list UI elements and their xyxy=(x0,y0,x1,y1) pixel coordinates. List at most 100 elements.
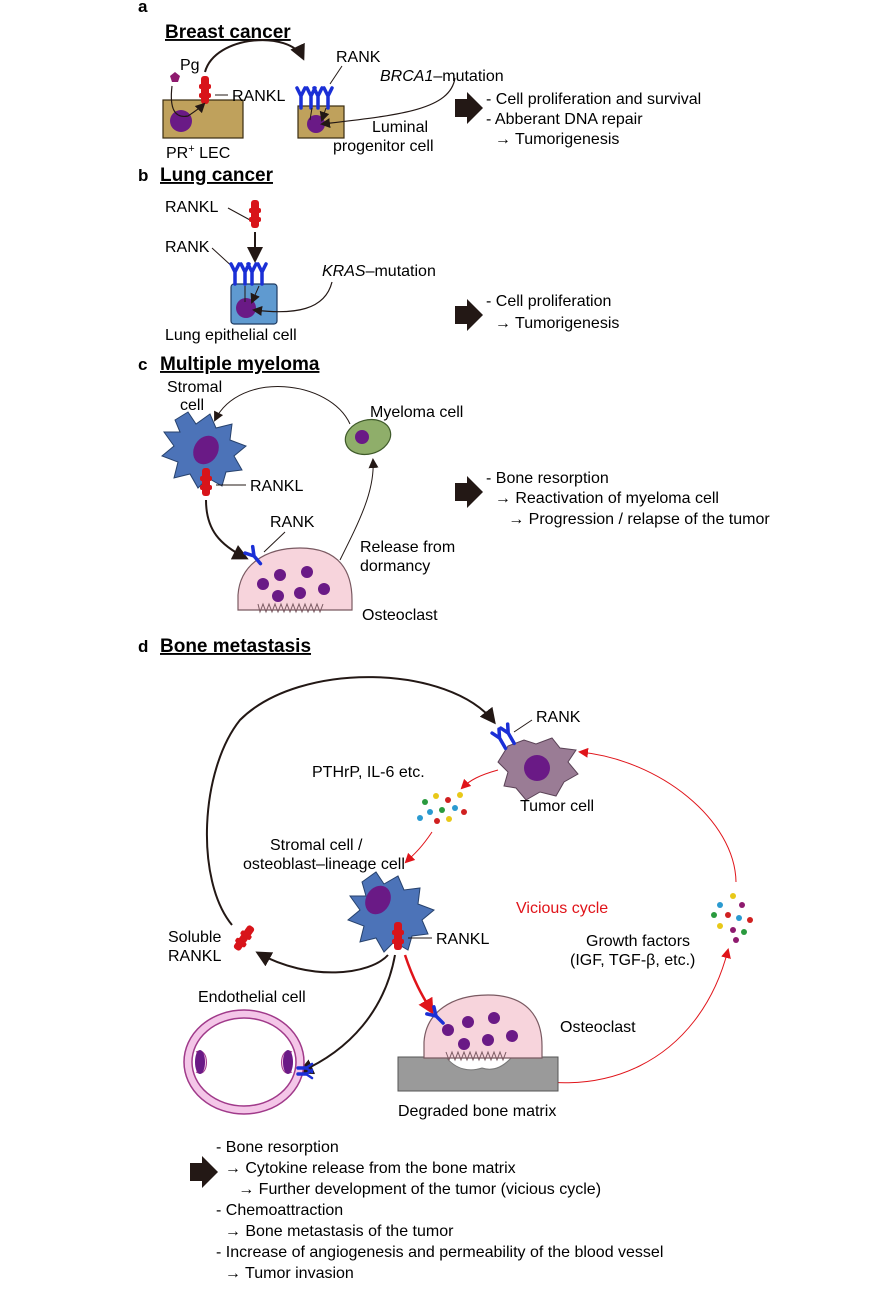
outcome-d-4: - Chemoattraction xyxy=(216,1202,343,1219)
rank-label-b: RANK xyxy=(165,239,210,256)
myeloma-to-stromal-arrow xyxy=(214,386,351,425)
rankl-to-osteoclast-arrow-c xyxy=(205,499,249,560)
pr-lec-label: PR+ LEC xyxy=(166,143,230,162)
outcome-b-2: → Tumorigenesis xyxy=(486,315,619,332)
release-label-1: Release from xyxy=(360,539,455,556)
ruffled-border-c xyxy=(257,602,324,614)
rank-label-c: RANK xyxy=(270,514,315,531)
rankl-to-luminal-arrow xyxy=(204,39,305,73)
panel-d-title: Bone metastasis xyxy=(160,636,311,657)
growth-to-tumor-arrow xyxy=(578,747,737,883)
release-arrow-c xyxy=(339,458,379,561)
resorption-pit xyxy=(444,1056,514,1071)
lec-nucleus xyxy=(170,110,192,132)
kras-arrow xyxy=(252,281,333,316)
stromal-label-c-2: cell xyxy=(180,397,204,414)
rankl-to-endothelial-arrow xyxy=(297,954,396,1075)
rank-label-a: RANK xyxy=(336,49,381,66)
outcome-d-7: → Tumor invasion xyxy=(216,1265,354,1282)
tumor-nucleus xyxy=(524,755,550,781)
outcome-a-1: - Cell proliferation and survival xyxy=(486,91,701,108)
panel-d-letter: d xyxy=(138,637,148,656)
progesterone-molecule xyxy=(170,72,180,82)
growth-label-2: (IGF, TGF-β, etc.) xyxy=(570,952,695,969)
panel-b: b Lung cancer RANKL RANK KRAS–mutation L… xyxy=(138,165,619,344)
rankl-label-a: RANKL xyxy=(232,88,285,105)
rank-receptor-b2 xyxy=(246,262,268,286)
vicious-cycle-label: Vicious cycle xyxy=(516,900,608,917)
stromal-nucleus-d xyxy=(365,885,391,915)
stromal-nucleus-c xyxy=(193,435,219,465)
stromal-label-c-1: Stromal xyxy=(167,379,222,396)
growth-label-1: Growth factors xyxy=(586,933,690,950)
outcome-d-5: → Bone metastasis of the tumor xyxy=(216,1223,454,1240)
pg-arrow xyxy=(170,85,206,118)
outcome-b-1: - Cell proliferation xyxy=(486,293,611,310)
tumor-label: Tumor cell xyxy=(520,798,594,815)
panel-b-title: Lung cancer xyxy=(160,165,274,186)
panel-c-title: Multiple myeloma xyxy=(160,354,320,375)
lung-nucleus xyxy=(236,298,256,318)
outcome-arrow-c xyxy=(455,476,483,508)
outcome-d-3: → Further development of the tumor (vici… xyxy=(216,1181,601,1198)
lung-cell-label: Lung epithelial cell xyxy=(165,327,297,344)
ruffled-border-d xyxy=(445,1050,507,1062)
pthrp-label: PTHrP, IL-6 etc. xyxy=(312,764,425,781)
luminal-label-1: Luminal xyxy=(372,119,428,136)
outcome-arrow-b xyxy=(455,299,483,331)
endothelial-label: Endothelial cell xyxy=(198,989,306,1006)
outcome-a-3: → Tumorigenesis xyxy=(486,131,619,148)
panel-b-letter: b xyxy=(138,166,148,185)
osteoclast-label-c: Osteoclast xyxy=(362,607,438,624)
soluble-rankl-to-tumor-arrow xyxy=(205,676,496,926)
release-label-2: dormancy xyxy=(360,558,430,575)
rankl-label-c: RANKL xyxy=(250,478,303,495)
outcome-arrow-d xyxy=(190,1156,218,1188)
rank-receptor-a1 xyxy=(295,86,317,110)
rankl-label-b: RANKL xyxy=(165,199,218,216)
myeloma-nucleus xyxy=(355,430,369,444)
rank-receptor-b1 xyxy=(229,262,251,286)
rankl-ligand-b xyxy=(249,200,261,228)
outcome-d-2: → Cytokine release from the bone matrix xyxy=(216,1160,516,1177)
tumor-cytokines xyxy=(417,792,467,824)
panel-c: c Multiple myeloma Stromal cell RANKL My… xyxy=(138,354,770,624)
outcome-arrow-a xyxy=(455,92,483,124)
panel-d: d Bone metastasis RANK Tumor cell PTHrP,… xyxy=(138,636,753,1282)
brca1-mutation-label: BRCA1–mutation xyxy=(380,68,504,85)
tumor-to-cytokines-arrow xyxy=(460,769,499,790)
outcome-c-1: - Bone resorption xyxy=(486,470,609,487)
stromal-label-d-1: Stromal cell / xyxy=(270,837,363,854)
panel-c-letter: c xyxy=(138,355,147,374)
endothelial-cell xyxy=(183,1009,305,1115)
osteoclast-label-d: Osteoclast xyxy=(560,1019,636,1036)
outcome-c-3: → Progression / relapse of the tumor xyxy=(486,511,770,528)
rankl-label-d: RANKL xyxy=(436,931,489,948)
stromal-label-d-2: osteoblast–lineage cell xyxy=(243,856,405,873)
luminal-label-2: progenitor cell xyxy=(333,138,434,155)
panel-a: a Breast cancer Pg RANKL RANK BRCA1–muta… xyxy=(138,0,701,162)
panel-a-title: Breast cancer xyxy=(165,22,291,43)
myeloma-label: Myeloma cell xyxy=(370,404,463,421)
degraded-label: Degraded bone matrix xyxy=(398,1103,556,1120)
rank-label-d: RANK xyxy=(536,709,581,726)
rankl-to-osteoclast-arrow-d xyxy=(403,954,434,1015)
stromal-cell-d xyxy=(347,871,435,953)
soluble-label-1: Soluble xyxy=(168,929,221,946)
outcome-a-2: - Abberant DNA repair xyxy=(486,111,643,128)
outcome-c-2: → Reactivation of myeloma cell xyxy=(486,490,719,507)
cytokines-to-stromal-arrow xyxy=(404,831,433,864)
osteoclast-d xyxy=(423,994,543,1059)
brca1-arrow xyxy=(320,77,456,129)
kras-mutation-label: KRAS–mutation xyxy=(322,263,436,280)
rank-receptor-d-endothelial xyxy=(296,1062,314,1080)
soluble-rankl-ligand xyxy=(231,923,257,953)
panel-a-letter: a xyxy=(138,0,148,16)
outcome-d-6: - Increase of angiogenesis and permeabil… xyxy=(216,1244,663,1261)
growth-factor-molecules xyxy=(711,893,753,943)
soluble-label-2: RANKL xyxy=(168,948,221,965)
pg-label: Pg xyxy=(180,57,200,74)
rankl-to-soluble-arrow xyxy=(255,951,389,974)
